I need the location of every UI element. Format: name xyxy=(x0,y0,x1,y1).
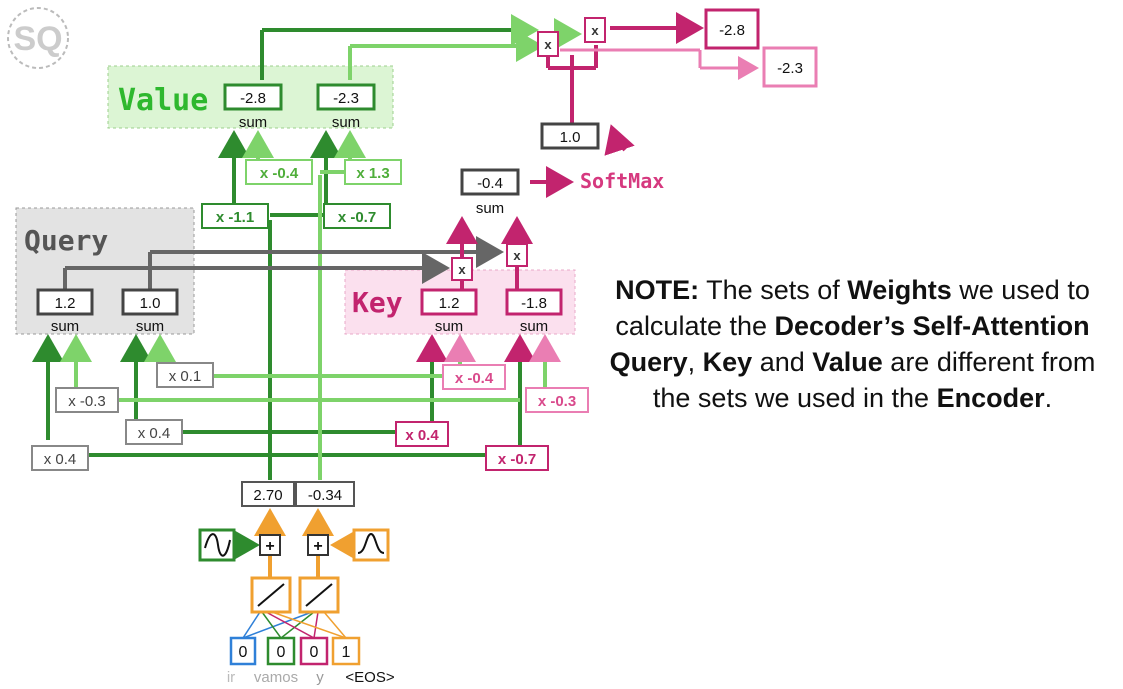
qk-multiply-2: x xyxy=(506,243,528,267)
svg-text:x 0.4: x 0.4 xyxy=(44,451,77,468)
query-weight-2: x -0.3 xyxy=(55,387,119,413)
linear-activation-icon-1 xyxy=(250,576,292,614)
svg-text:sum: sum xyxy=(136,318,164,335)
magenta-wires xyxy=(446,12,704,290)
svg-text:x -0.4: x -0.4 xyxy=(260,165,299,182)
svg-text:x: x xyxy=(458,262,466,277)
svg-text:+: + xyxy=(313,538,322,555)
query-weight-4: x 0.4 xyxy=(31,445,89,471)
query-weight-1: x 0.1 xyxy=(156,362,214,388)
svg-text:x -0.4: x -0.4 xyxy=(455,370,494,387)
svg-text:1.2: 1.2 xyxy=(439,295,460,312)
key-label: Key xyxy=(352,286,403,319)
svg-text:x: x xyxy=(544,37,552,52)
query-label: Query xyxy=(24,224,108,257)
note-text: NOTE: The sets of Weights we used to cal… xyxy=(609,275,1096,413)
note-heading: NOTE: xyxy=(615,275,700,305)
one-hot-input-eos: 1 xyxy=(331,636,361,666)
svg-text:1.0: 1.0 xyxy=(560,129,581,146)
svg-text:x 1.3: x 1.3 xyxy=(356,165,389,182)
svg-text:0: 0 xyxy=(277,644,286,661)
logo-text: SQ xyxy=(13,20,62,58)
one-hot-input-ir: 0 xyxy=(229,636,257,666)
svg-text:x 0.4: x 0.4 xyxy=(138,425,171,442)
svg-text:-0.34: -0.34 xyxy=(308,487,342,504)
value-weight-3: x -1.1 xyxy=(201,203,269,229)
token-eos: <EOS> xyxy=(345,669,394,686)
svg-text:1.2: 1.2 xyxy=(55,295,76,312)
svg-text:1: 1 xyxy=(342,644,351,661)
token-vamos: vamos xyxy=(254,669,298,686)
output-value-1: -2.8 xyxy=(704,8,760,50)
query-sum-1: 1.2 sum xyxy=(36,288,94,335)
svg-text:x -1.1: x -1.1 xyxy=(216,209,254,226)
encoding-value-2: -0.34 xyxy=(295,481,355,507)
linear-activation-icon-2 xyxy=(298,576,340,614)
pink-wires xyxy=(560,48,759,80)
svg-text:x: x xyxy=(513,248,521,263)
value-weight-4: x -0.7 xyxy=(323,203,391,229)
gray-wires xyxy=(63,236,504,290)
svg-text:x: x xyxy=(591,23,599,38)
svg-text:+: + xyxy=(265,538,274,555)
key-weight-2: x -0.3 xyxy=(525,387,589,413)
key-weight-3: x 0.4 xyxy=(395,421,449,447)
sine-wave-icon xyxy=(198,528,236,562)
value-sum-1-value: -2.8 xyxy=(240,90,266,107)
key-sum-2: -1.8 sum xyxy=(505,288,563,335)
one-hot-input-y: 0 xyxy=(299,636,329,666)
svg-text:1.0: 1.0 xyxy=(140,295,161,312)
svg-text:x -0.3: x -0.3 xyxy=(538,393,576,410)
sq-logo: SQ xyxy=(7,7,69,69)
svg-text:-1.8: -1.8 xyxy=(521,295,547,312)
svg-text:x 0.1: x 0.1 xyxy=(169,368,202,385)
value-sum-1: -2.8 sum xyxy=(223,83,283,131)
softmax-label: SoftMax xyxy=(580,169,664,193)
svg-text:-2.3: -2.3 xyxy=(777,60,803,77)
similarity-sum: -0.4 sum xyxy=(460,168,520,217)
token-ir: ir xyxy=(227,669,235,686)
plus-box-2: + xyxy=(307,534,329,556)
output-multiply-2: x xyxy=(584,17,606,43)
orange-wires xyxy=(254,508,358,580)
query-weight-3: x 0.4 xyxy=(125,419,183,445)
svg-text:sum: sum xyxy=(435,318,463,335)
value-weight-2: x 1.3 xyxy=(344,159,402,185)
key-weight-4: x -0.7 xyxy=(485,445,549,471)
svg-text:-2.8: -2.8 xyxy=(719,22,745,39)
svg-text:x -0.7: x -0.7 xyxy=(498,451,536,468)
svg-text:-0.4: -0.4 xyxy=(477,175,503,192)
value-sum-2-value: -2.3 xyxy=(333,90,359,107)
encoding-value-1: 2.70 xyxy=(241,481,295,507)
output-value-2: -2.3 xyxy=(762,46,818,88)
one-hot-input-vamos: 0 xyxy=(266,636,296,666)
key-sum-1: 1.2 sum xyxy=(420,288,478,335)
qk-multiply-1: x xyxy=(451,257,473,281)
svg-text:sum: sum xyxy=(520,318,548,335)
key-weight-1: x -0.4 xyxy=(442,364,506,390)
bell-curve-icon xyxy=(352,528,390,562)
svg-text:x 0.4: x 0.4 xyxy=(405,427,439,444)
svg-text:x -0.7: x -0.7 xyxy=(338,209,376,226)
svg-text:sum: sum xyxy=(476,200,504,217)
value-sum-2: -2.3 sum xyxy=(316,83,376,131)
output-multiply-1: x xyxy=(537,31,559,57)
svg-text:sum: sum xyxy=(51,318,79,335)
svg-text:0: 0 xyxy=(239,644,248,661)
token-y: y xyxy=(316,669,324,686)
query-sum-2: 1.0 sum xyxy=(121,288,179,335)
plus-box-1: + xyxy=(259,534,281,556)
svg-text:0: 0 xyxy=(310,644,319,661)
embedding-input-wires xyxy=(242,611,347,639)
value-weight-1: x -0.4 xyxy=(245,159,313,185)
svg-text:x -0.3: x -0.3 xyxy=(68,393,106,410)
value-label: Value xyxy=(118,83,208,118)
value-sum-1-label: sum xyxy=(239,114,267,131)
svg-text:2.70: 2.70 xyxy=(253,487,282,504)
value-sum-2-label: sum xyxy=(332,114,360,131)
softmax-output: 1.0 xyxy=(540,122,600,150)
